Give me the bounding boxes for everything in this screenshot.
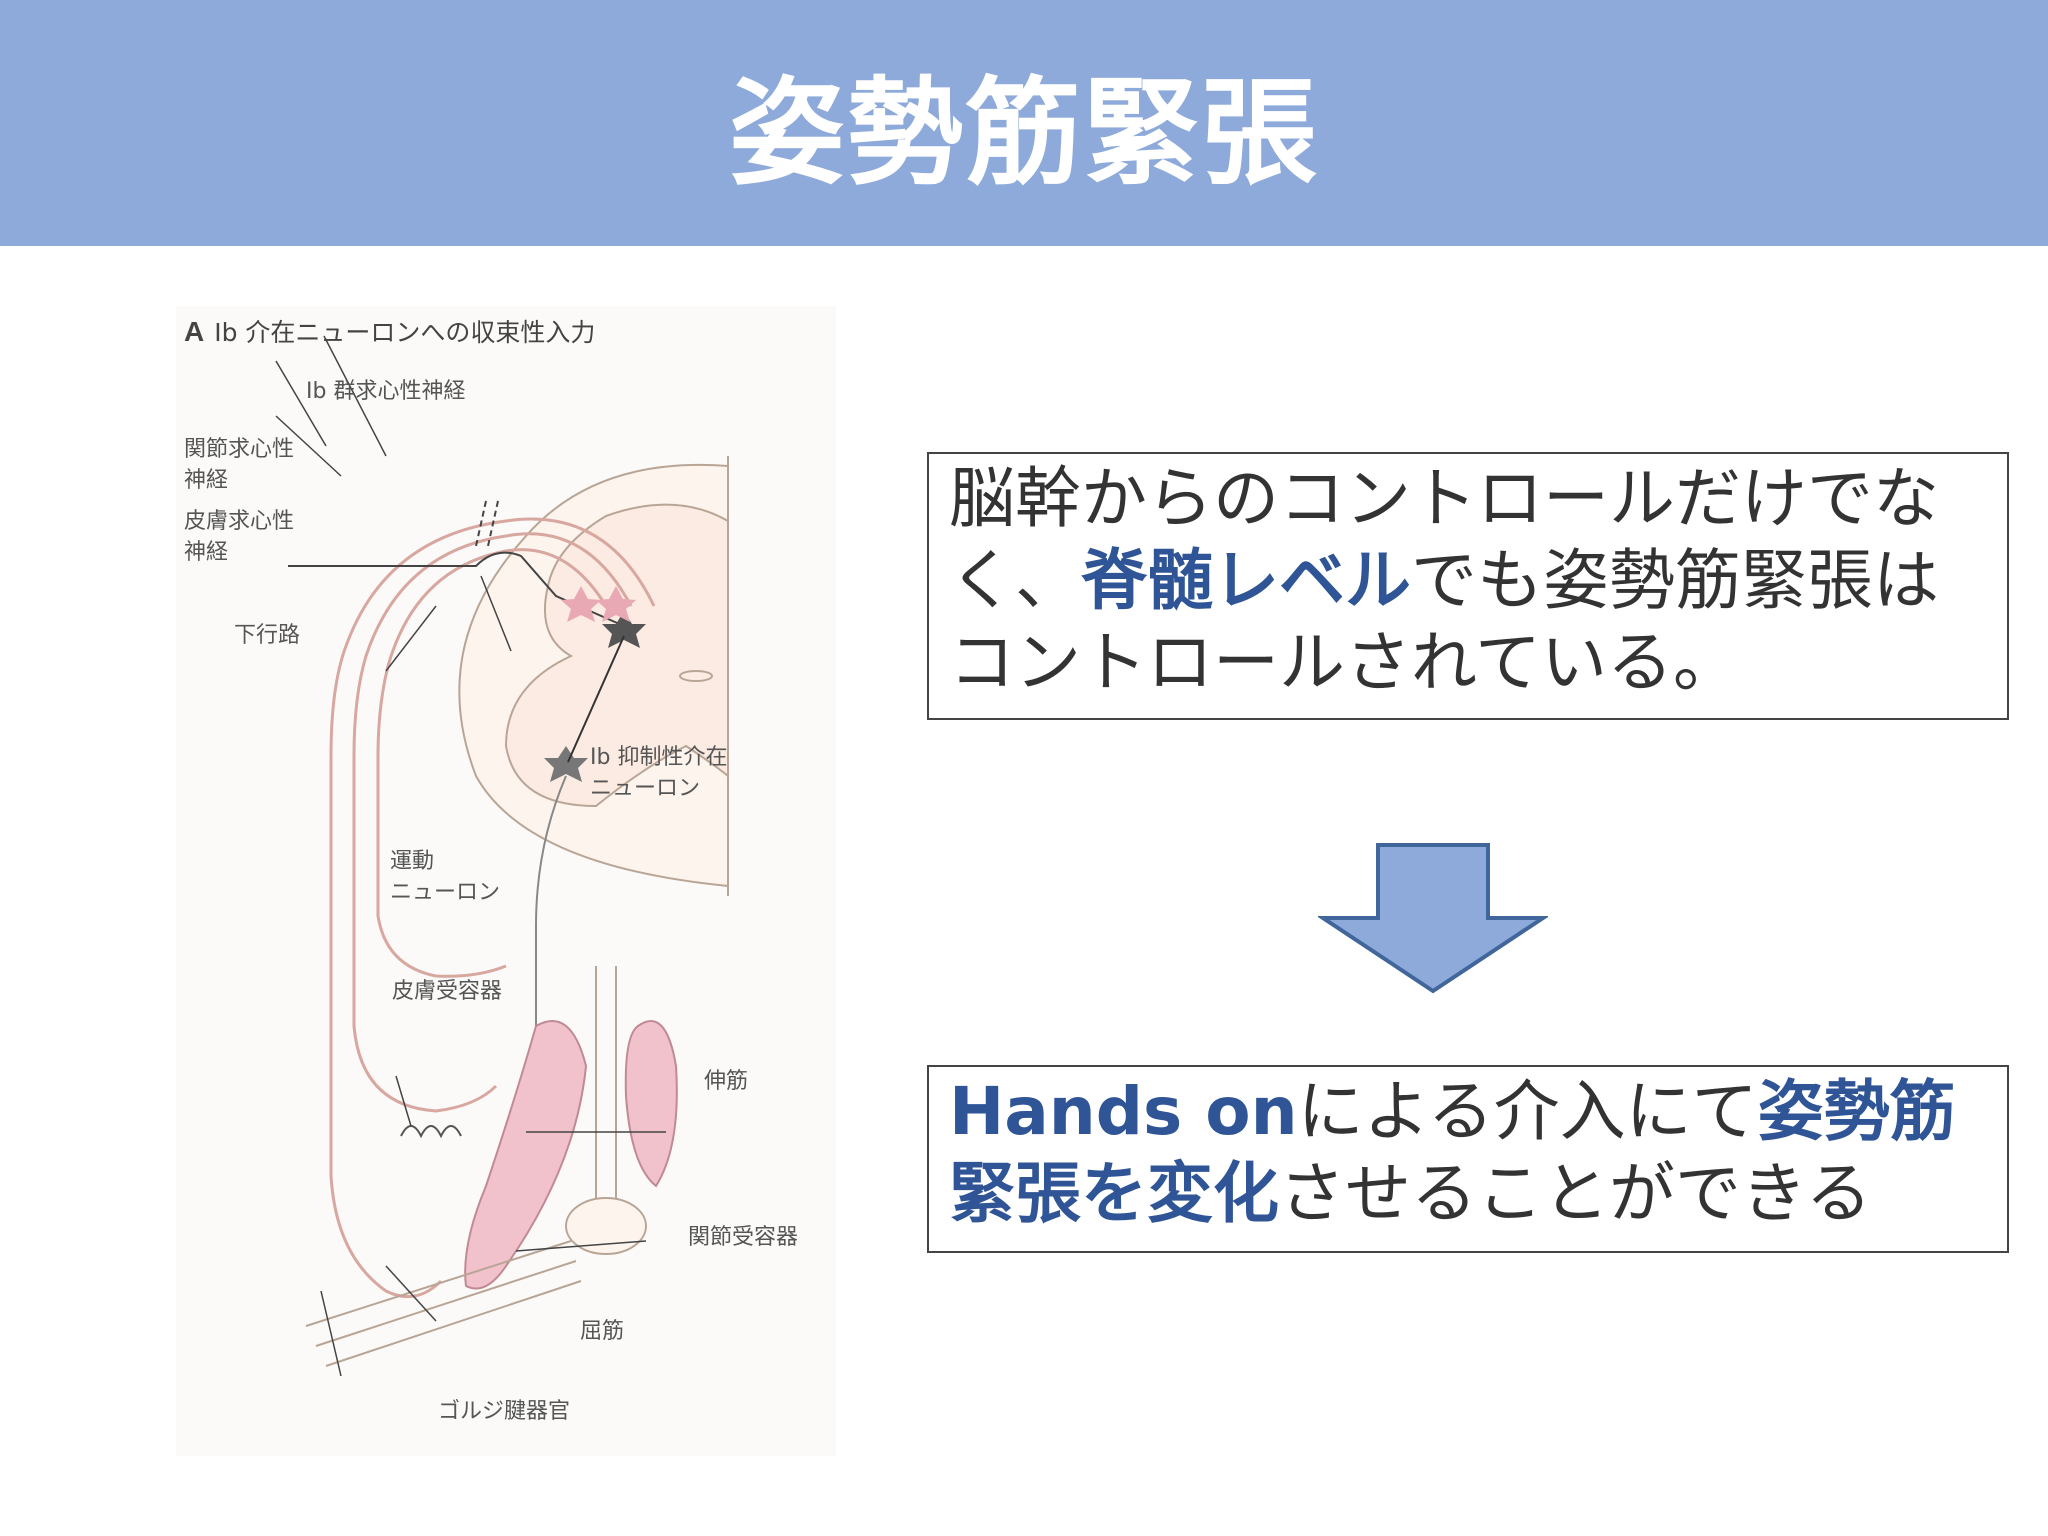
neural-diagram-drawing <box>275 335 729 1377</box>
leader-ib <box>323 335 387 457</box>
skin-receptor-coil <box>400 1125 462 1139</box>
leader-skin <box>275 415 342 477</box>
box2-highlight-posture-b: 緊張を変化 <box>949 1155 1279 1232</box>
box2-line1-mid: による介入にて <box>1297 1073 1758 1150</box>
label-joint-afferent: 関節求心性 神経 <box>184 437 295 493</box>
box1-line2: く、脊髄レベルでも姿勢筋緊張は <box>949 540 1987 622</box>
box2-highlight-hands-on: Hands on <box>949 1073 1298 1150</box>
box1-line2-a: く、 <box>949 542 1081 619</box>
forearm-bones <box>305 1240 582 1367</box>
label-extensor: 伸筋 <box>704 1069 749 1094</box>
extensor-muscle <box>624 1020 678 1188</box>
leader-motor <box>385 605 437 672</box>
neural-diagram: A Ib 介在ニューロンへの収束性入力 Ib 群求心性神経 関節求心性 神経 皮膚… <box>176 306 836 1456</box>
descending-tract-dashed <box>475 500 499 547</box>
leader-flexor <box>385 1265 437 1322</box>
figure-heading-text: Ib 介在ニューロンへの収束性入力 <box>214 318 596 347</box>
label-skin-receptor: 皮膚受容器 <box>392 979 503 1004</box>
elbow-joint <box>565 1197 647 1255</box>
box2-line2-b: させることができる <box>1279 1155 1872 1232</box>
flexor-muscle <box>464 1020 588 1290</box>
leader-joint-receptor <box>515 1240 647 1252</box>
afferent-fiber-inner <box>352 532 633 1113</box>
figure-heading-letter: A <box>184 316 205 347</box>
descending-tract <box>288 551 625 627</box>
box2-highlight-posture-a: 姿勢筋 <box>1757 1073 1956 1150</box>
label-motor-neuron: 運動 ニューロン <box>390 849 501 905</box>
box1-line2-b: でも姿勢筋緊張は <box>1411 542 1939 619</box>
slide-title: 姿勢筋緊張 <box>729 66 1319 201</box>
box1-line3: コントロールされている。 <box>949 624 1740 701</box>
box1-line1: 脳幹からのコントロールだけでな <box>949 460 1939 537</box>
motor-axon <box>535 775 567 1026</box>
central-canal <box>679 670 713 682</box>
statement-box-spinal-control: 脳幹からのコントロールだけでな く、脊髄レベルでも姿勢筋緊張は コントロールされ… <box>927 452 2009 720</box>
label-skin-afferent: 皮膚求心性 神経 <box>184 509 295 565</box>
interneuron-axon <box>567 635 625 763</box>
box2-line1: Hands onによる介入にて姿勢筋 <box>949 1071 1987 1153</box>
label-flexor: 屈筋 <box>580 1319 625 1344</box>
synapse-pink-1 <box>561 586 601 622</box>
down-arrow-shape <box>1318 843 1548 994</box>
leader-joint <box>275 360 327 447</box>
label-ib-inhibitory: Ib 抑制性介在 ニューロン <box>590 745 728 801</box>
humerus <box>595 966 617 1206</box>
leader-golgi <box>320 1290 342 1377</box>
down-arrow <box>1318 843 1548 994</box>
afferent-fiber-outer <box>329 517 656 1299</box>
leader-ib-inh <box>480 575 512 652</box>
afferent-fiber-joint <box>376 548 608 978</box>
motor-neuron-cell <box>544 746 588 782</box>
gray-matter <box>504 503 729 808</box>
leader-skin-receptor <box>395 1075 412 1127</box>
label-golgi: ゴルジ腱器官 <box>438 1399 571 1424</box>
label-joint-receptor: 関節受容器 <box>688 1225 799 1250</box>
box2-line2: 緊張を変化させることができる <box>949 1153 1987 1235</box>
label-descending: 下行路 <box>234 623 301 648</box>
figure-heading: A Ib 介在ニューロンへの収束性入力 <box>184 316 595 348</box>
synapse-pink-2 <box>596 586 636 622</box>
title-bar: 姿勢筋緊張 <box>0 0 2048 246</box>
statement-box-hands-on: Hands onによる介入にて姿勢筋 緊張を変化させることができる <box>927 1065 2009 1253</box>
ib-interneuron <box>602 611 646 648</box>
label-ib-afferent: Ib 群求心性神経 <box>306 379 466 404</box>
box1-highlight-spinal-level: 脊髄レベル <box>1081 542 1411 619</box>
